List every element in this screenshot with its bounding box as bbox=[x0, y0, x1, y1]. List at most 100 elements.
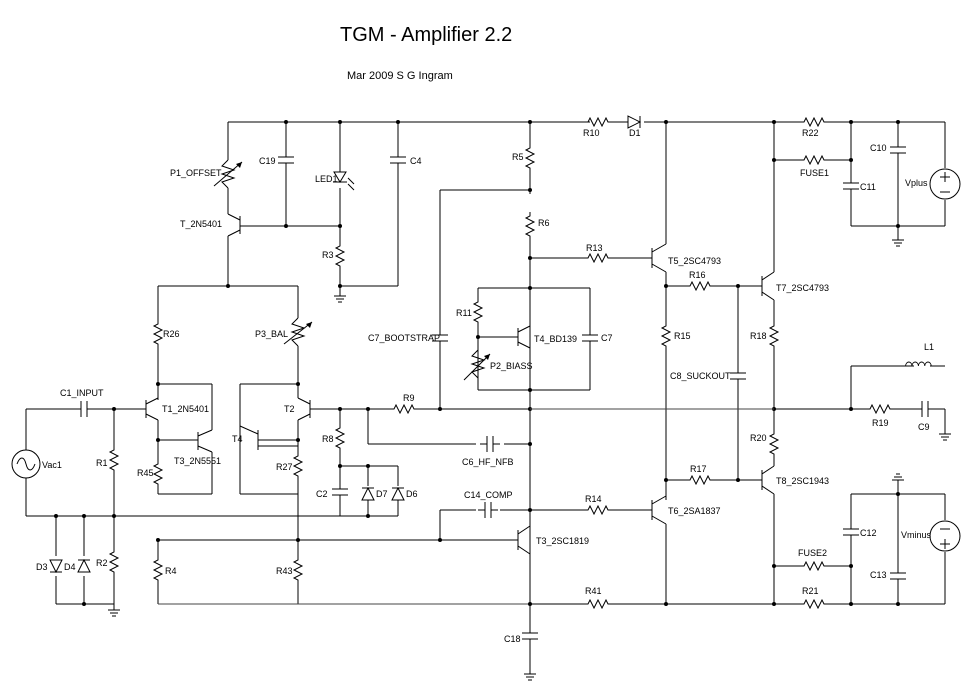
diode-d4-symbol bbox=[77, 558, 91, 573]
label-r6: R6 bbox=[538, 218, 550, 228]
resistor-r45-symbol bbox=[153, 459, 163, 489]
label-r3: R3 bbox=[322, 250, 334, 260]
capacitor-c18-symbol bbox=[521, 625, 539, 647]
capacitor-c10-symbol bbox=[889, 139, 907, 161]
label-vminus: Vminus bbox=[901, 530, 932, 540]
resistor-r9-symbol bbox=[389, 404, 419, 414]
label-c14-comp: C14_COMP bbox=[464, 490, 513, 500]
label-t7: T7_2SC4793 bbox=[776, 283, 829, 293]
resistor-r43-symbol bbox=[293, 555, 303, 585]
capacitor-c14-comp-symbol bbox=[477, 501, 499, 519]
resistor-r2-symbol bbox=[109, 547, 119, 577]
label-r2: R2 bbox=[96, 558, 108, 568]
capacitor-c4-symbol bbox=[389, 149, 407, 171]
output-stage-wires bbox=[530, 240, 952, 606]
resistor-r10-symbol bbox=[583, 117, 613, 127]
p3-bal-symbol bbox=[283, 317, 313, 347]
input-stage-wires bbox=[25, 284, 530, 617]
resistor-r8-symbol bbox=[335, 423, 345, 453]
resistor-r20-symbol bbox=[769, 429, 779, 459]
top-rail bbox=[227, 120, 946, 262]
led1-symbol bbox=[333, 168, 355, 191]
label-p2-biass: P2_BIASS bbox=[490, 361, 533, 371]
label-r15: R15 bbox=[674, 331, 691, 341]
label-c9: C9 bbox=[918, 422, 930, 432]
label-c13: C13 bbox=[870, 570, 887, 580]
capacitor-c9-symbol bbox=[914, 400, 936, 418]
label-r8: R8 bbox=[322, 434, 334, 444]
label-c4: C4 bbox=[410, 156, 422, 166]
resistor-r1-symbol bbox=[109, 445, 119, 475]
offset-section bbox=[213, 159, 399, 303]
resistor-r13-symbol bbox=[583, 253, 613, 263]
label-c11: C11 bbox=[860, 182, 876, 192]
label-c1-input: C1_INPUT bbox=[60, 388, 104, 398]
label-r13: R13 bbox=[586, 243, 603, 253]
label-t1: T1_2N5401 bbox=[162, 404, 209, 414]
label-r26: R26 bbox=[163, 329, 180, 339]
resistor-r6-symbol bbox=[525, 211, 535, 241]
diode-d1-symbol bbox=[627, 115, 642, 129]
label-r18: R18 bbox=[750, 331, 767, 341]
label-d1: D1 bbox=[629, 128, 641, 138]
label-p3-bal: P3_BAL bbox=[255, 329, 288, 339]
inductor-l1-symbol bbox=[905, 361, 932, 367]
resistor-r3-symbol bbox=[335, 241, 345, 271]
label-c7-bootstrap: C7_BOOTSTRAP bbox=[368, 333, 440, 343]
vac1-source-symbol bbox=[11, 449, 41, 479]
vplus-source-symbol bbox=[929, 168, 961, 200]
label-c8-suckout: C8_SUCKOUT bbox=[670, 371, 731, 381]
label-led1: LED1 bbox=[315, 174, 338, 184]
label-d3: D3 bbox=[36, 562, 48, 572]
label-r11: R11 bbox=[456, 308, 472, 318]
label-r43: R43 bbox=[276, 566, 293, 576]
label-t4: T4 bbox=[232, 434, 243, 444]
capacitor-c19-symbol bbox=[277, 149, 295, 171]
label-r4: R4 bbox=[165, 566, 177, 576]
resistor-r11-symbol bbox=[473, 297, 483, 327]
label-t2: T2 bbox=[284, 404, 295, 414]
label-r27: R27 bbox=[276, 462, 293, 472]
label-r17: R17 bbox=[690, 464, 707, 474]
resistor-r17-symbol bbox=[685, 475, 715, 485]
label-r5: R5 bbox=[512, 152, 524, 162]
fuse1-symbol bbox=[799, 155, 829, 165]
resistor-r4-symbol bbox=[153, 555, 163, 585]
capacitor-c12-symbol bbox=[842, 521, 860, 543]
label-vplus: Vplus bbox=[905, 178, 928, 188]
resistor-r41-symbol bbox=[583, 599, 613, 609]
resistor-r15-symbol bbox=[661, 321, 671, 351]
label-c2: C2 bbox=[316, 489, 328, 499]
capacitor-c7-symbol bbox=[581, 327, 599, 349]
p2-biass-symbol bbox=[463, 349, 491, 381]
diode-d7-symbol bbox=[361, 486, 375, 501]
fuse2-symbol bbox=[799, 561, 829, 571]
label-r41: R41 bbox=[585, 586, 602, 596]
resistor-r22-symbol bbox=[799, 117, 829, 127]
label-r14: R14 bbox=[585, 494, 602, 504]
label-p1-offset: P1_OFFSET bbox=[170, 168, 222, 178]
label-l1: L1 bbox=[924, 342, 934, 352]
label-t6: T6_2SA1837 bbox=[668, 506, 721, 516]
capacitor-c6-hf-nfb-symbol bbox=[479, 435, 501, 453]
label-c19: C19 bbox=[259, 156, 276, 166]
resistor-r18-symbol bbox=[769, 321, 779, 351]
vas-section-wires bbox=[438, 172, 652, 681]
capacitor-c2-symbol bbox=[331, 481, 349, 503]
label-r21: R21 bbox=[802, 586, 819, 596]
label-c10: C10 bbox=[870, 143, 887, 153]
label-r20: R20 bbox=[750, 433, 767, 443]
label-c12: C12 bbox=[860, 528, 877, 538]
resistor-r27-symbol bbox=[293, 451, 303, 481]
diode-d3-symbol bbox=[49, 559, 63, 574]
label-r9: R9 bbox=[403, 393, 415, 403]
resistor-r21-symbol bbox=[799, 599, 829, 609]
label-r22: R22 bbox=[802, 128, 819, 138]
label-d7: D7 bbox=[376, 489, 388, 499]
label-vac1: Vac1 bbox=[42, 460, 62, 470]
label-r45: R45 bbox=[137, 468, 154, 478]
page-subtitle: Mar 2009 S G Ingram bbox=[347, 70, 453, 82]
vminus-source-symbol bbox=[929, 520, 961, 552]
capacitor-c1-input-symbol bbox=[73, 400, 95, 418]
